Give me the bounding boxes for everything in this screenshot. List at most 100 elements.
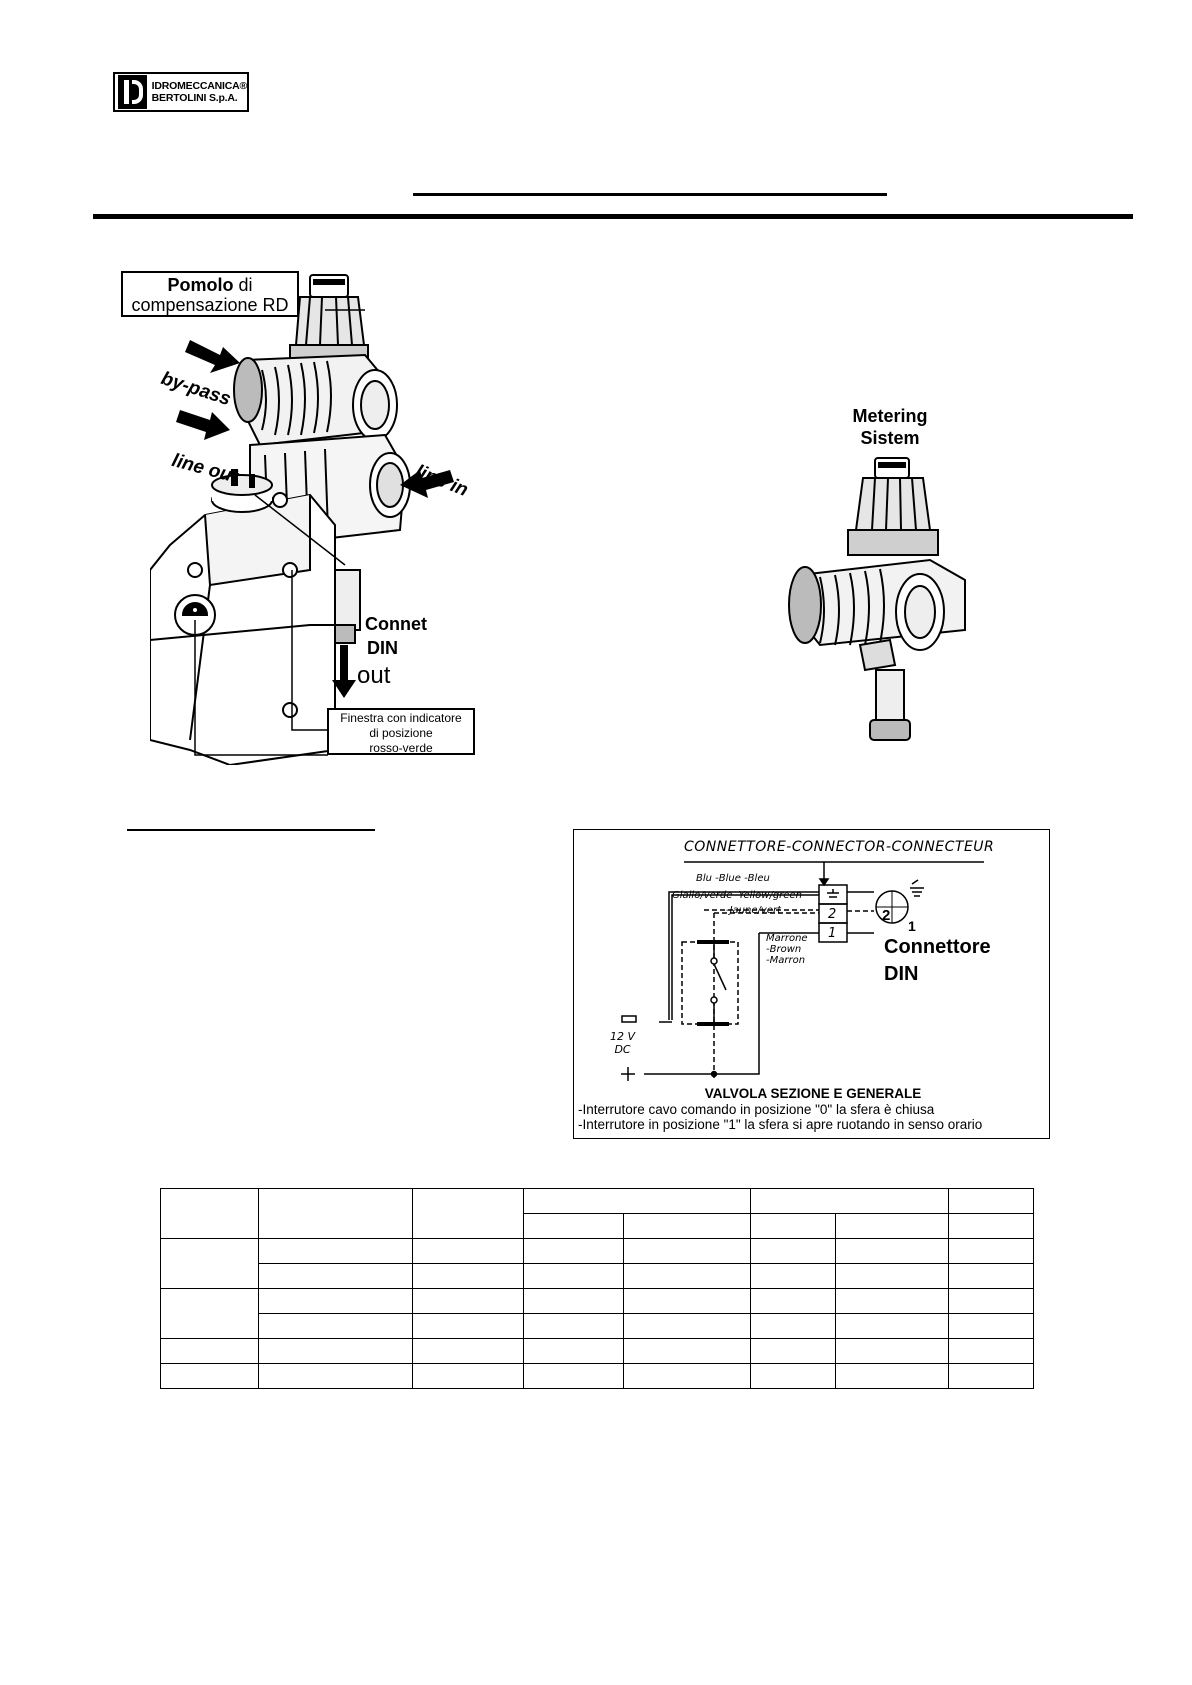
label-finestra-line3: rosso-verde (369, 741, 433, 755)
table-cell (523, 1363, 624, 1389)
table-row (161, 1263, 1035, 1289)
connettore-din-label: DIN (884, 963, 919, 985)
caption-line-1: -Interrutore cavo comando in posizione "… (578, 1101, 935, 1117)
caption-line-2: -Interrutore in posizione "1" la sfera s… (578, 1117, 983, 1132)
label-connet: Connet (365, 614, 427, 634)
brown-label-3: -Marron (766, 955, 806, 966)
table-header-row (159, 1188, 1035, 1239)
brown-label-1: Marrone (766, 933, 808, 944)
connector-wiring-diagram: CONNETTORE-CONNECTOR-CONNECTEUR Blu -Blu… (573, 829, 1050, 1139)
table-cell (258, 1313, 414, 1339)
table-cell (523, 1313, 624, 1339)
compensation-knob-label: Pomolo di compensazione RD (121, 271, 299, 317)
table-cell (749, 1338, 836, 1364)
table-cell (622, 1338, 751, 1364)
table-cell (258, 1263, 414, 1289)
wire-brown-label: Marrone -Brown -Marron (766, 933, 808, 966)
table-cell (258, 1238, 414, 1264)
section-underline (127, 829, 375, 831)
brown-label-2: -Brown (766, 944, 802, 955)
wire-yellow-green-label: Giallo/verde -Yellow/green (672, 890, 802, 901)
table-cell (749, 1238, 836, 1264)
table-row (159, 1363, 1035, 1389)
table-row (159, 1238, 1035, 1289)
label-pomolo-rest: di (233, 275, 253, 295)
label-pomolo-line2: compensazione RD (131, 295, 289, 315)
table-cell (749, 1188, 949, 1214)
table-cell (947, 1263, 1035, 1289)
table-cell (159, 1338, 260, 1364)
table-cell (749, 1363, 836, 1389)
title-underline (413, 193, 887, 196)
logo-line-2: BERTOLINI S.p.A. (151, 92, 238, 104)
table-cell (523, 1263, 624, 1289)
wire-yellow-green-label-fr: -Jaune/vert (726, 905, 781, 916)
din-connector-title: Connettore DIN (884, 934, 991, 988)
table-cell (622, 1238, 751, 1264)
valve-assembly-illustration (150, 274, 454, 765)
table-row (159, 1338, 1035, 1364)
table-cell (258, 1338, 414, 1364)
table-cell (258, 1363, 414, 1389)
table-cell (523, 1213, 624, 1239)
table-cell (834, 1238, 949, 1264)
schematic-header: CONNETTORE-CONNECTOR-CONNECTEUR (684, 839, 995, 855)
table-cell (523, 1338, 624, 1364)
wiring-schematic (621, 861, 984, 1081)
table-cell (749, 1313, 836, 1339)
table-header-row (161, 1213, 1035, 1239)
metering-system-illustration (788, 457, 966, 741)
logo-line-1: IDROMECCANICA® (151, 80, 248, 92)
table-cell (749, 1213, 836, 1239)
table-cell (159, 1288, 260, 1339)
table-cell (947, 1188, 1035, 1214)
label-din: DIN (367, 638, 398, 658)
table-cell (412, 1338, 525, 1364)
table-cell (412, 1238, 525, 1264)
label-out: out (357, 662, 391, 689)
wire-blue-label: Blu -Blue -Bleu (696, 873, 770, 884)
table-cell (834, 1263, 949, 1289)
label-pomolo-bold: Pomolo (167, 275, 234, 295)
table-cell (523, 1188, 751, 1214)
table-row (161, 1313, 1035, 1339)
table-cell (523, 1288, 624, 1314)
table-row (159, 1288, 1035, 1339)
terminal-2-label: 2 (828, 907, 837, 922)
table-cell (622, 1288, 751, 1314)
table-cell (412, 1188, 525, 1239)
table-cell (258, 1188, 414, 1239)
table-cell (947, 1288, 1035, 1314)
table-cell (412, 1288, 525, 1314)
schematic-caption: VALVOLA SEZIONE E GENERALE -Interrutore … (578, 1086, 1048, 1133)
header-divider (93, 214, 1133, 219)
table-cell (834, 1213, 949, 1239)
table-cell (947, 1338, 1035, 1364)
label-metering-line1: Metering (852, 406, 928, 426)
table-cell (412, 1263, 525, 1289)
table-cell (622, 1263, 751, 1289)
table-cell (159, 1238, 260, 1289)
logo-text: IDROMECCANICA® BERTOLINI S.p.A. (151, 80, 248, 104)
metering-label: Metering Sistem (820, 405, 960, 449)
caption-title: VALVOLA SEZIONE E GENERALE (704, 1086, 922, 1101)
pin-2-label: 2 (882, 907, 891, 924)
table-cell (159, 1188, 260, 1239)
table-cell (947, 1238, 1035, 1264)
label-finestra-line1: Finestra con indicatore (340, 711, 462, 725)
table-cell (834, 1338, 949, 1364)
table-cell (412, 1313, 525, 1339)
supply-voltage-label: 12 V DC (610, 1030, 635, 1056)
table-cell (834, 1363, 949, 1389)
label-metering-line2: Sistem (860, 428, 920, 448)
voltage-label: 12 V (610, 1030, 636, 1043)
table-cell (947, 1313, 1035, 1339)
table-cell (622, 1213, 751, 1239)
connettore-label: Connettore (884, 936, 991, 958)
table-cell (834, 1288, 949, 1314)
table-cell (749, 1288, 836, 1314)
logo-mark-icon (118, 75, 147, 109)
table-cell (622, 1313, 751, 1339)
table-cell (749, 1263, 836, 1289)
table-cell (159, 1363, 260, 1389)
